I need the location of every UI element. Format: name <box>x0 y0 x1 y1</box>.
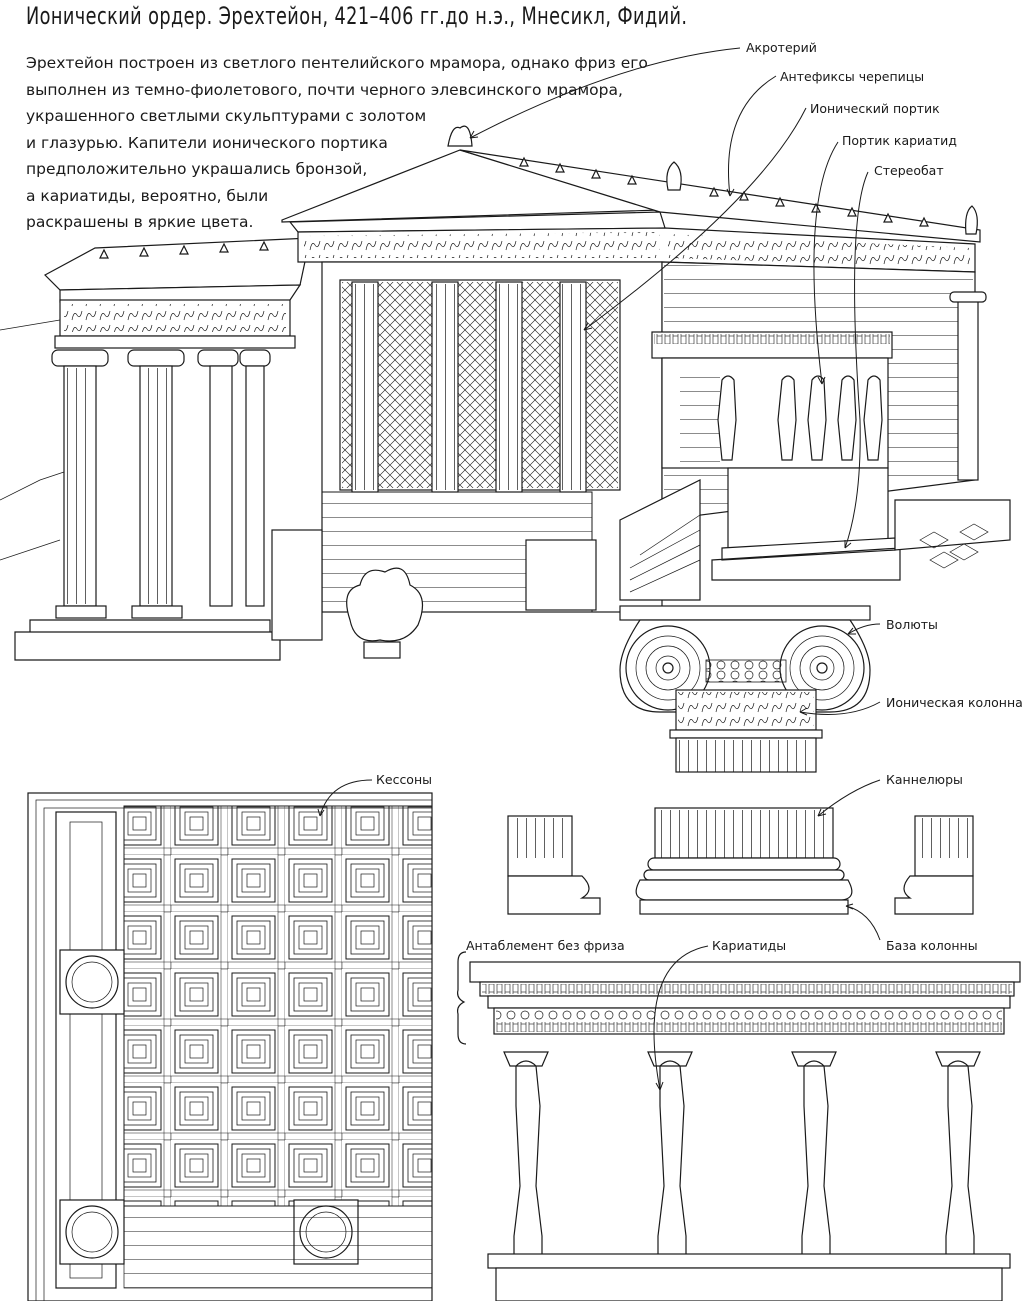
label-column-base: База колонны <box>886 938 978 953</box>
erechtheion-drawing <box>0 125 1011 661</box>
intro-line: Эрехтейон построен из светлого пентелийс… <box>26 54 648 72</box>
label-ionic-portico: Ионический портик <box>810 101 940 116</box>
north-porch-columns <box>51 349 271 619</box>
olive-bush <box>346 567 424 642</box>
caryatid-figures <box>503 1051 981 1297</box>
main-roof <box>459 149 981 243</box>
intro-line: предположительно украшались бронзой, <box>26 160 368 178</box>
caryatid-elevation <box>457 951 1021 1301</box>
north-porch-steps <box>14 619 281 661</box>
coffered-ceiling <box>27 792 433 1301</box>
intro-line: раскрашены в яркие цвета. <box>26 213 254 231</box>
caryatid-porch <box>651 331 901 581</box>
label-akroterion: Акротерий <box>746 40 817 55</box>
label-stereobate: Стереобат <box>874 163 944 178</box>
column-bases-drawing <box>507 807 974 915</box>
page-title: Ионический ордер. Эрехтейон, 421–406 гг.… <box>26 2 688 30</box>
intro-line: и глазурью. Капители ионического портика <box>26 133 388 152</box>
north-porch-roof <box>44 237 311 291</box>
label-caryatid-portico: Портик кариатид <box>842 133 957 148</box>
label-flutes: Каннелюры <box>886 772 963 787</box>
label-volutes: Волюты <box>886 617 938 632</box>
ionic-capital-drawing <box>619 605 871 773</box>
antefixes <box>99 156 929 259</box>
label-coffers: Кессоны <box>376 772 432 787</box>
intro-line: выполнен из темно-фиолетового, почти чер… <box>26 80 623 99</box>
intro-line: украшенного светлыми скульптурами с золо… <box>26 107 427 125</box>
leader-lines <box>317 47 881 1091</box>
label-antefixes: Антефиксы черепицы <box>780 69 925 84</box>
label-caryatids: Кариатиды <box>712 938 787 953</box>
label-ionic-column: Ионическая колонна <box>886 695 1023 710</box>
label-entablature: Антаблемент без фриза <box>466 938 625 953</box>
akroterion-ornament <box>447 125 473 147</box>
intro-line: а кариатиды, вероятно, были <box>26 186 269 205</box>
intro-text: Эрехтейон построен из светлого пентелийс… <box>26 50 648 236</box>
